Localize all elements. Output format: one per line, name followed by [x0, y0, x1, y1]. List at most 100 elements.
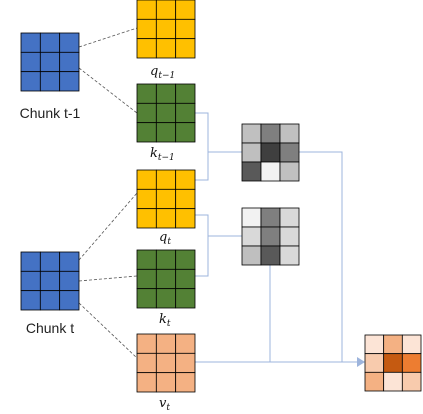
label-chunk-curr: Chunk t: [26, 320, 74, 336]
grid-scores-prev-cell: [241, 123, 262, 144]
grid-chunk-curr-cell: [20, 290, 41, 311]
dash-chunk-prev-to-k-prev: [78, 67, 138, 114]
connector-q-curr-to-scores-curr: [195, 214, 242, 237]
grid-scores-prev-cell: [279, 161, 300, 182]
label-chunk-prev: Chunk t-1: [20, 105, 81, 121]
grid-output-cell: [364, 334, 385, 355]
grid-k-curr-cell: [155, 268, 177, 290]
grid-q-curr-cell: [175, 188, 196, 210]
grid-k-curr-cell: [175, 268, 196, 290]
grid-q-curr-cell: [175, 208, 196, 229]
grid-scores-prev-cell: [241, 161, 262, 182]
connector-k-curr-to-scores-curr: [195, 236, 209, 277]
grid-k-curr-cell: [136, 268, 157, 290]
grid-v-curr-cell: [136, 352, 157, 374]
grid-k-prev-cell: [136, 83, 157, 104]
grid-scores-prev-cell: [279, 123, 300, 144]
grid-v-curr-cell: [175, 352, 196, 374]
grid-q-prev-cell: [175, 0, 196, 20]
grid-v-curr-cell: [175, 333, 196, 354]
connector-q-curr-to-scores-prev: [195, 152, 209, 181]
dashed-projection-lines: [78, 27, 138, 359]
grid-q-prev-cell: [155, 18, 177, 40]
grid-q-curr: [136, 169, 196, 229]
grid-q-prev-cell: [136, 18, 157, 40]
grid-output-cell: [383, 334, 403, 355]
grid-v-curr-cell: [136, 333, 157, 354]
grid-scores-curr-cell: [260, 207, 281, 228]
grid-chunk-curr-cell: [20, 251, 41, 272]
grid-chunk-curr: [20, 251, 80, 311]
label-k-curr: kt: [159, 312, 171, 329]
grid-scores-prev-cell: [241, 142, 262, 163]
grid-k-prev-cell: [175, 122, 196, 143]
grid-chunk-curr-cell: [20, 270, 41, 292]
grid-k-curr-cell: [175, 288, 196, 309]
dash-chunk-curr-to-q-curr: [78, 192, 138, 261]
grid-v-curr-cell: [155, 372, 177, 393]
grid-chunk-curr-cell: [39, 290, 61, 311]
grid-q-curr-cell: [136, 169, 157, 190]
grid-q-prev-cell: [175, 18, 196, 40]
grid-scores-prev-cell: [260, 161, 281, 182]
grid-v-curr-cell: [155, 333, 177, 354]
grid-chunk-prev: [20, 32, 80, 92]
grid-chunk-curr-cell: [59, 290, 80, 311]
grid-k-prev-cell: [175, 102, 196, 124]
grid-k-curr-cell: [155, 249, 177, 270]
grid-chunk-prev-cell: [39, 32, 61, 53]
grid-k-curr-cell: [155, 288, 177, 309]
grid-scores-curr-cell: [279, 207, 300, 228]
grid-k-prev: [136, 83, 196, 143]
grid-q-curr-cell: [136, 208, 157, 229]
grid-k-prev-cell: [155, 83, 177, 104]
grid-scores-curr-cell: [241, 245, 262, 266]
output-arrowhead: [357, 357, 365, 367]
label-k-prev-sub: t−1: [158, 153, 175, 163]
grid-chunk-curr-cell: [39, 251, 61, 272]
grid-scores-prev-cell: [260, 142, 281, 163]
grid-chunk-prev-cell: [59, 71, 80, 92]
grid-v-curr-cell: [175, 372, 196, 393]
grid-scores-curr-cell: [241, 226, 262, 247]
dash-chunk-curr-to-k-curr: [78, 275, 138, 282]
grid-k-prev-cell: [155, 122, 177, 143]
grid-scores-curr-cell: [279, 245, 300, 266]
grid-q-prev-cell: [136, 0, 157, 20]
grid-output-cell: [401, 334, 422, 355]
label-k-curr-base: k: [159, 312, 167, 327]
grid-k-prev-cell: [155, 102, 177, 124]
label-q-prev-base: q: [150, 64, 158, 79]
grid-chunk-prev-cell: [39, 71, 61, 92]
grid-scores-curr-cell: [260, 226, 281, 247]
grid-scores-curr: [241, 207, 300, 266]
label-q-prev: qt−1: [150, 64, 175, 81]
grid-chunk-prev-cell: [20, 32, 41, 53]
label-v-curr: vt: [159, 396, 170, 413]
grid-output-cell: [383, 371, 403, 392]
label-q-prev-sub: t−1: [158, 71, 175, 81]
grid-scores-curr-cell: [241, 207, 262, 228]
grid-output-cell: [364, 353, 385, 373]
grid-q-prev-cell: [175, 38, 196, 59]
grid-output-cell: [401, 353, 422, 373]
grid-scores-curr-cell: [279, 226, 300, 247]
grid-v-curr-cell: [136, 372, 157, 393]
dash-chunk-curr-to-v-curr: [78, 302, 138, 359]
grid-scores-prev: [241, 123, 300, 182]
grid-q-curr-cell: [155, 208, 177, 229]
grid-output-cell: [401, 371, 422, 392]
connector-k-prev-to-scores-prev: [195, 112, 242, 153]
grid-chunk-prev-cell: [20, 71, 41, 92]
grid-q-curr-cell: [175, 169, 196, 190]
connector-lines: [195, 112, 357, 363]
dash-chunk-prev-to-q-prev: [78, 27, 138, 48]
grid-scores-prev-cell: [279, 142, 300, 163]
label-v-curr-base: v: [159, 396, 167, 411]
label-q-curr: qt: [159, 230, 171, 247]
label-q-curr-base: q: [159, 230, 167, 245]
label-q-curr-sub: t: [167, 237, 171, 247]
label-v-curr-sub: t: [166, 403, 170, 413]
grid-output-cell: [364, 371, 385, 392]
grid-chunk-prev-cell: [59, 32, 80, 53]
